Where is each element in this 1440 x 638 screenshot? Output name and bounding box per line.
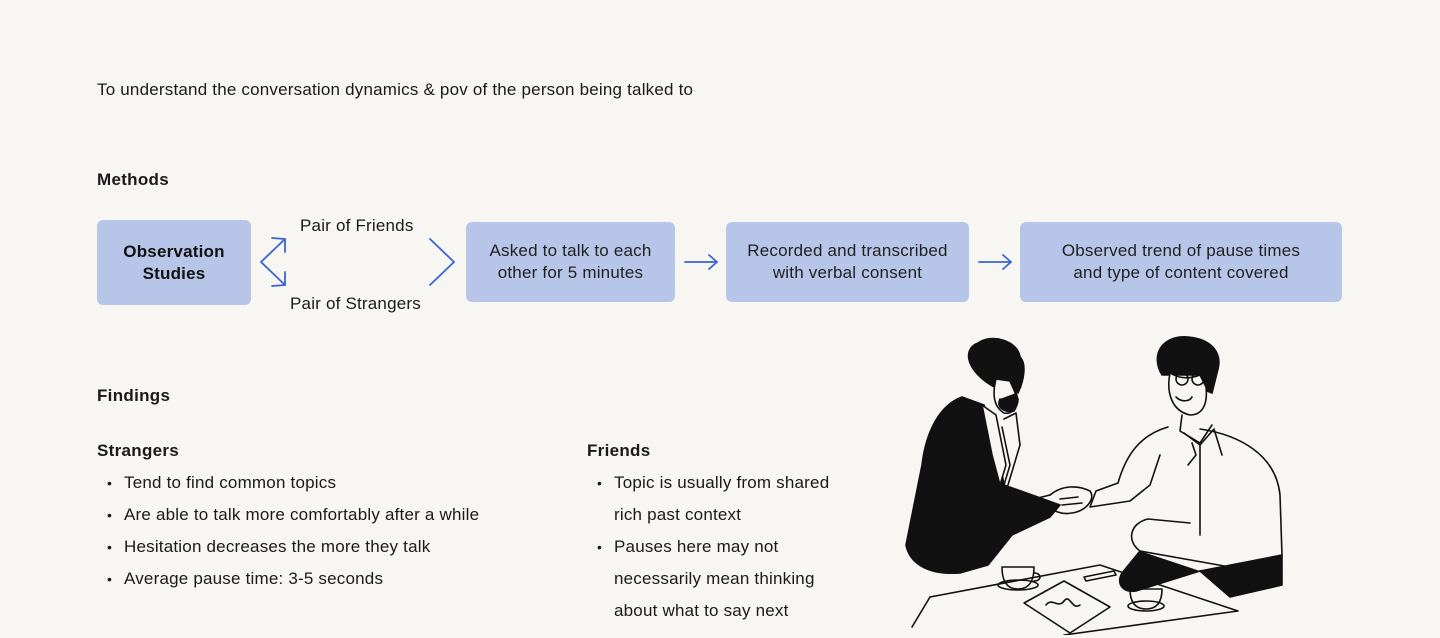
step-label-2: Recorded and transcribed with verbal con… — [747, 241, 948, 282]
list-item: Hesitation decreases the more they talk — [97, 531, 557, 563]
step-label-3: Observed trend of pause times and type o… — [1061, 241, 1301, 282]
step-box-3: Observed trend of pause times and type o… — [1020, 222, 1342, 302]
arrow-right-icon-1 — [684, 254, 718, 270]
step-box-1: Asked to talk to each other for 5 minute… — [466, 222, 675, 302]
intro-text: To understand the conversation dynamics … — [97, 80, 694, 99]
observation-studies-box: Observation Studies — [97, 220, 251, 305]
list-item: Pauses here may not necessarily mean thi… — [587, 531, 862, 627]
friends-list: Topic is usually from shared rich past c… — [587, 467, 862, 627]
arrow-right-icon-2 — [978, 254, 1012, 270]
strangers-list: Tend to find common topics Are able to t… — [97, 467, 557, 595]
friends-title: Friends — [587, 441, 651, 460]
list-item: Topic is usually from shared rich past c… — [587, 467, 862, 531]
branch-label-friends: Pair of Friends — [300, 216, 414, 235]
observation-studies-label: Observation Studies — [123, 241, 225, 283]
methods-heading: Methods — [97, 170, 169, 189]
branch-label-strangers: Pair of Strangers — [290, 294, 421, 313]
merge-arrow-icon — [429, 238, 455, 286]
list-item: Average pause time: 3-5 seconds — [97, 563, 557, 595]
step-box-2: Recorded and transcribed with verbal con… — [726, 222, 969, 302]
step-label-1: Asked to talk to each other for 5 minute… — [489, 241, 652, 282]
list-item: Tend to find common topics — [97, 467, 557, 499]
handshake-illustration-icon — [905, 336, 1283, 635]
strangers-title: Strangers — [97, 441, 180, 460]
split-arrow-icon — [260, 238, 286, 286]
findings-heading: Findings — [97, 386, 171, 405]
list-item: Are able to talk more comfortably after … — [97, 499, 557, 531]
